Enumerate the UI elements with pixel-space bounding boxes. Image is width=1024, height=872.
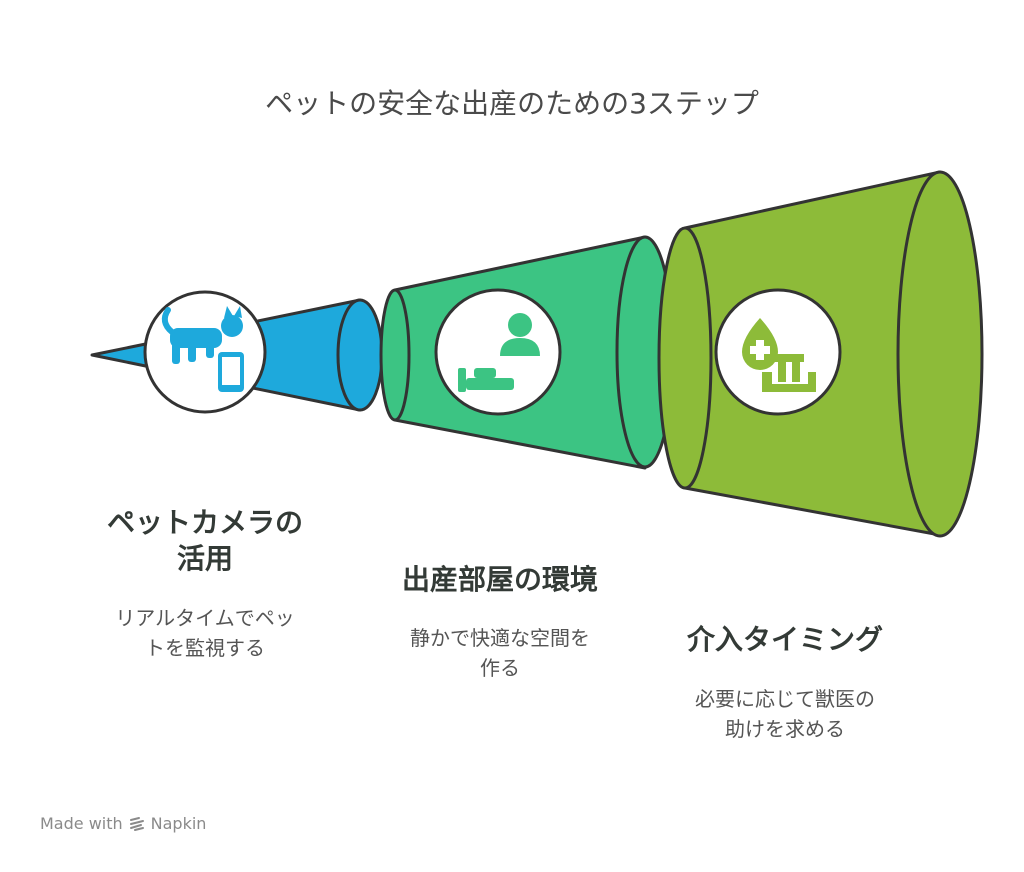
step-1-description: リアルタイムでペッ トを監視する [85,603,325,663]
step-3-desc-line2: 助けを求める [725,717,845,741]
step-1-desc-line1: リアルタイムでペッ [115,606,295,630]
step-3-desc-line1: 必要に応じて獣医の [695,687,875,711]
step-2-desc-line1: 静かで快適な空間を [410,626,590,650]
diagram-title: ペットの安全な出産のための3ステップ [265,87,759,120]
made-with-label: Made with [40,814,123,833]
step-1-desc-line2: トを監視する [145,636,265,660]
step-2-desc-line2: 作る [480,656,520,680]
step-3-description: 必要に応じて獣医の 助けを求める [665,684,905,744]
step-2-description: 静かで快適な空間を 作る [375,623,625,683]
pet-camera-icon [143,290,267,414]
step-3-title: 介入タイミング [655,622,915,658]
step-2-title: 出産部屋の環境 [370,562,630,598]
step-2-title-line1: 出産部屋の環境 [401,563,598,596]
step-1-title-line1: ペットカメラの [106,506,303,539]
step-1-title: ペットカメラの 活用 [70,505,340,578]
vet-hospital-icon [714,288,842,416]
step-1-title-line2: 活用 [176,542,233,576]
napkin-brand-label: Napkin [150,814,207,833]
footer-watermark[interactable]: Made with Napkin [40,814,206,833]
step-3-title-line1: 介入タイミング [686,623,883,656]
napkin-logo-icon [129,816,144,831]
resting-person-icon [434,288,562,416]
